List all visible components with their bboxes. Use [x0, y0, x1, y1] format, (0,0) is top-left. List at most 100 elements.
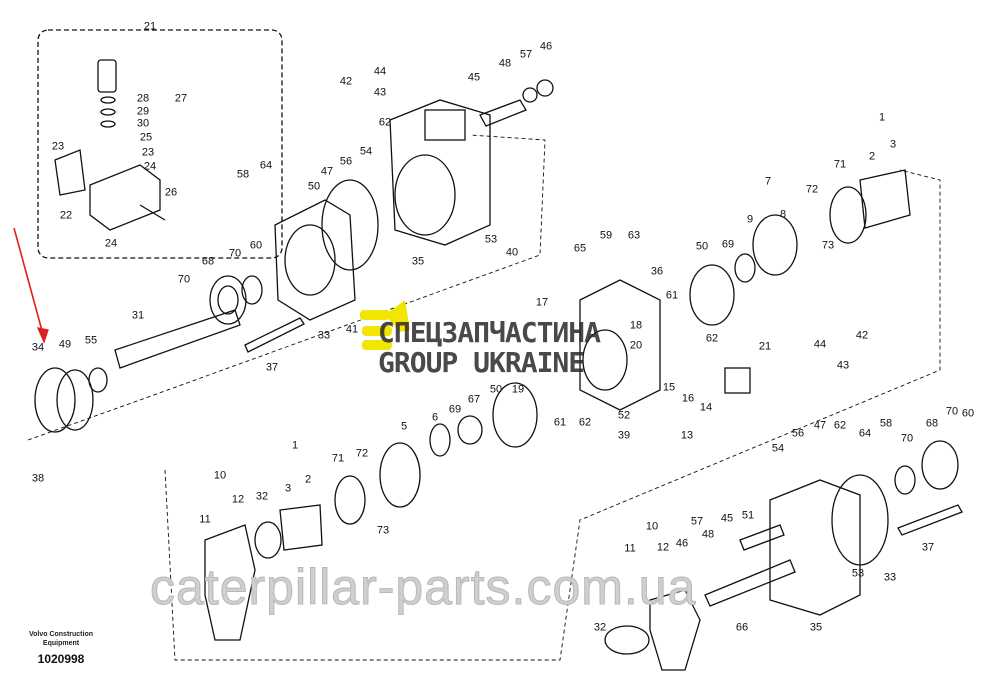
part-number-label: 10	[213, 469, 227, 482]
watermark-brand-line1: СПЕЦЗАПЧАСТИНА	[378, 316, 601, 349]
part-number-label: 70	[900, 432, 914, 445]
part-number-label: 42	[339, 75, 353, 88]
part-number-label: 46	[539, 40, 553, 53]
assembly-path-top	[27, 134, 546, 441]
part-number-label: 51	[741, 509, 755, 522]
part-number-label: 41	[345, 323, 359, 336]
part-number-label: 32	[255, 490, 269, 503]
shaft-31	[114, 309, 241, 369]
part-number-label: 63	[627, 229, 641, 242]
part-number-label: 62	[833, 419, 847, 432]
part-number-label: 68	[201, 255, 215, 268]
housing-35	[389, 99, 491, 246]
part-number-label: 40	[505, 246, 519, 259]
part-number-label: 48	[701, 528, 715, 541]
part-number-label: 55	[84, 334, 98, 347]
watermark-logo	[360, 300, 410, 350]
red-pointer-arrow	[13, 227, 45, 339]
document-number: 1020998	[37, 652, 85, 666]
part-number-label: 23	[51, 140, 65, 153]
part-number-label: 3	[889, 138, 897, 151]
part-number-label: 12	[231, 493, 245, 506]
part-number-label: 73	[821, 239, 835, 252]
part-number-label: 53	[484, 233, 498, 246]
part-number-label: 8	[779, 208, 787, 221]
part-number-label: 42	[855, 329, 869, 342]
part-number-label: 6	[431, 411, 439, 424]
part-number-label: 69	[721, 238, 735, 251]
part-number-label: 31	[131, 309, 145, 322]
part-number-label: 36	[650, 265, 664, 278]
part-number-label: 10	[645, 520, 659, 533]
part-number-label: 53	[851, 567, 865, 580]
part-number-label: 22	[59, 209, 73, 222]
part-number-label: 17	[535, 296, 549, 309]
part-number-label: 47	[320, 165, 334, 178]
part-number-label: 71	[833, 158, 847, 171]
part-number-label: 44	[373, 65, 387, 78]
part-number-label: 52	[617, 409, 631, 422]
part-number-label: 56	[791, 427, 805, 440]
part-number-label: 9	[746, 213, 754, 226]
part-number-label: 68	[925, 417, 939, 430]
part-number-label: 61	[665, 289, 679, 302]
part-number-label: 15	[662, 381, 676, 394]
part-number-label: 38	[31, 472, 45, 485]
part-number-label: 72	[805, 183, 819, 196]
part-number-label: 70	[177, 273, 191, 286]
part-number-label: 48	[498, 57, 512, 70]
part-number-label: 46	[675, 537, 689, 550]
part-number-label: 19	[511, 383, 525, 396]
cover-33	[274, 199, 356, 321]
part-number-label: 57	[519, 48, 533, 61]
part-number-label: 43	[373, 86, 387, 99]
part-number-label: 2	[868, 150, 876, 163]
part-number-label: 50	[695, 240, 709, 253]
part-number-label: 72	[355, 447, 369, 460]
part-number-label: 24	[104, 237, 118, 250]
part-number-label: 25	[139, 131, 153, 144]
part-number-label: 24	[143, 160, 157, 173]
part-number-label: 21	[143, 20, 157, 33]
part-number-label: 18	[629, 319, 643, 332]
part-number-label: 37	[265, 361, 279, 374]
part-number-label: 70	[228, 247, 242, 260]
part-number-label: 21	[758, 340, 772, 353]
swash-plate-11	[204, 524, 256, 641]
part-number-label: 57	[690, 515, 704, 528]
part-number-label: 35	[411, 255, 425, 268]
part-number-label: 69	[448, 403, 462, 416]
part-number-label: 23	[141, 146, 155, 159]
part-number-label: 73	[376, 524, 390, 537]
part-number-label: 26	[164, 186, 178, 199]
part-number-label: 56	[339, 155, 353, 168]
part-number-label: 1	[878, 111, 886, 124]
housing-35-lower	[769, 479, 861, 616]
part-number-label: 29	[136, 105, 150, 118]
part-number-label: 37	[921, 541, 935, 554]
part-number-label: 60	[961, 407, 975, 420]
part-number-label: 33	[883, 571, 897, 584]
part-number-label: 61	[553, 416, 567, 429]
part-number-label: 12	[656, 541, 670, 554]
part-number-label: 13	[680, 429, 694, 442]
part-number-label: 32	[593, 621, 607, 634]
part-number-label: 34	[31, 341, 45, 354]
inset-detail-box	[37, 29, 283, 259]
part-number-label: 45	[720, 512, 734, 525]
part-number-label: 67	[467, 393, 481, 406]
part-number-label: 62	[705, 332, 719, 345]
part-number-label: 28	[136, 92, 150, 105]
part-number-label: 58	[879, 417, 893, 430]
part-number-label: 47	[813, 419, 827, 432]
part-number-label: 62	[578, 416, 592, 429]
part-number-label: 43	[836, 359, 850, 372]
part-number-label: 11	[624, 542, 636, 555]
watermark-brand-line2: GROUP UKRAINE	[378, 346, 585, 379]
part-number-label: 44	[813, 338, 827, 351]
part-number-label: 70	[945, 405, 959, 418]
part-number-label: 1	[291, 439, 299, 452]
part-number-label: 33	[317, 329, 331, 342]
